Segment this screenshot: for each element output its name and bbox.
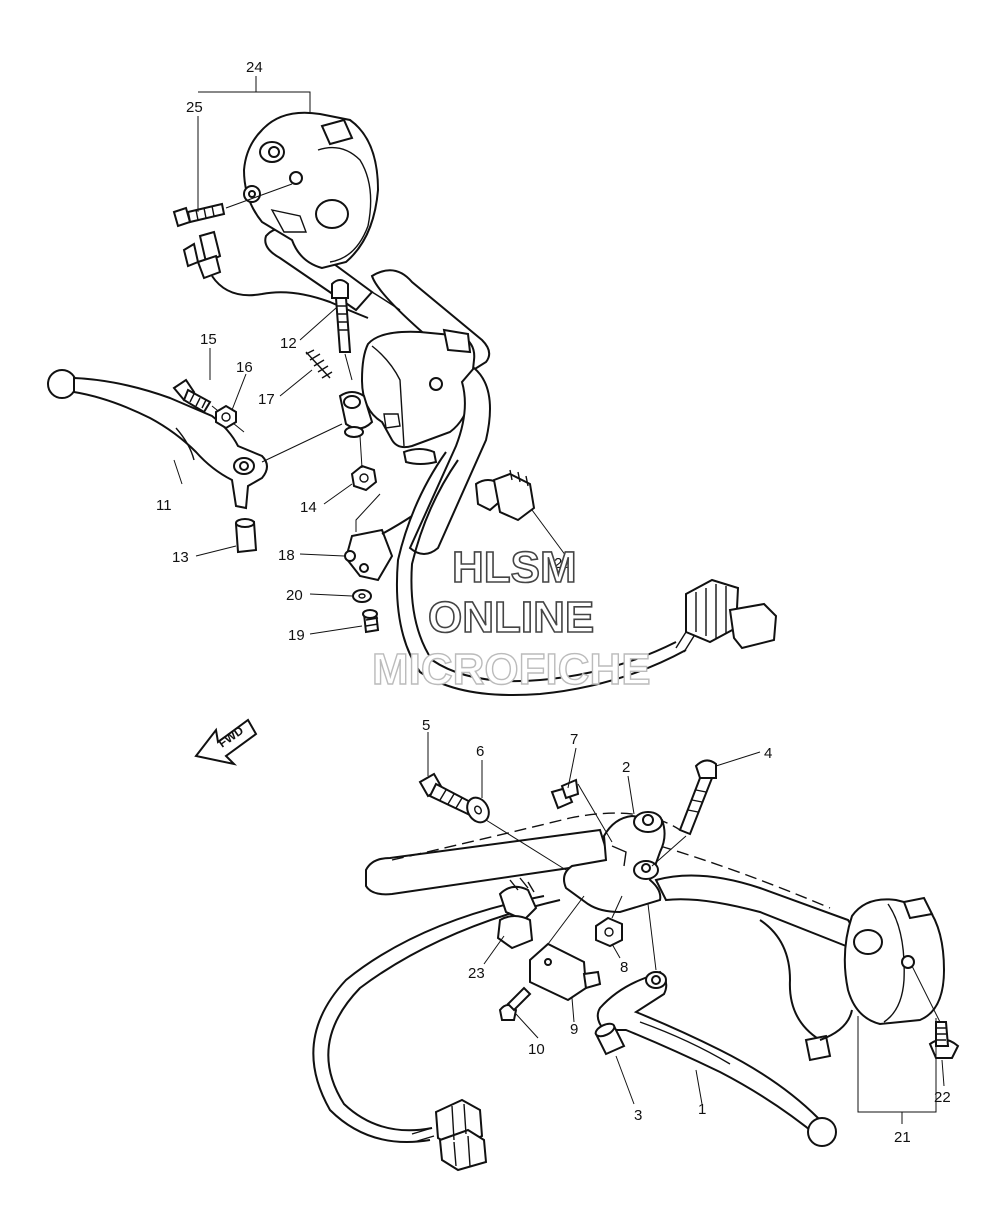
watermark-line-2: ONLINE bbox=[428, 593, 594, 642]
callout-labels: 24 25 15 16 12 17 11 14 13 18 26 20 19 5… bbox=[156, 59, 951, 1146]
callout-13: 13 bbox=[172, 549, 189, 566]
callout-leaders bbox=[173, 76, 945, 1124]
bolt-5 bbox=[418, 772, 480, 818]
screw-7 bbox=[550, 778, 613, 843]
callout-8: 8 bbox=[620, 959, 628, 976]
clutch-lever bbox=[47, 369, 343, 510]
clutch-switch-18 bbox=[344, 493, 413, 582]
callout-24: 24 bbox=[246, 59, 263, 76]
clamp-26 bbox=[474, 469, 536, 522]
nut-14 bbox=[350, 435, 378, 492]
screw-25 bbox=[172, 183, 293, 228]
callout-16: 16 bbox=[236, 359, 253, 376]
callout-17: 17 bbox=[258, 391, 275, 408]
callout-15: 15 bbox=[200, 331, 217, 348]
callout-20: 20 bbox=[286, 587, 303, 604]
brake-lever bbox=[596, 903, 837, 1147]
callout-25: 25 bbox=[186, 99, 203, 116]
lower-connector bbox=[411, 1098, 488, 1172]
callout-14: 14 bbox=[300, 499, 317, 516]
collar-13 bbox=[234, 518, 258, 554]
callout-23: 23 bbox=[468, 965, 485, 982]
brake-switch-9 bbox=[529, 895, 602, 1002]
clutch-lever-bracket bbox=[338, 328, 476, 465]
callout-10: 10 bbox=[528, 1041, 545, 1058]
bolt-4 bbox=[651, 759, 717, 867]
callout-3: 3 bbox=[634, 1107, 642, 1124]
callout-1: 1 bbox=[698, 1101, 706, 1118]
washer-6 bbox=[466, 796, 567, 871]
clamp-23 bbox=[496, 877, 538, 950]
callout-7: 7 bbox=[570, 731, 578, 748]
screw-19 bbox=[362, 609, 380, 634]
callout-21: 21 bbox=[894, 1129, 911, 1146]
callout-12: 12 bbox=[280, 335, 297, 352]
callout-18: 18 bbox=[278, 547, 295, 564]
callout-2: 2 bbox=[622, 759, 630, 776]
collar-3 bbox=[594, 1022, 626, 1056]
callout-19: 19 bbox=[288, 627, 305, 644]
nut-16 bbox=[215, 404, 237, 430]
upper-connector bbox=[675, 578, 778, 653]
bolt-12 bbox=[331, 279, 353, 381]
washer-20 bbox=[352, 589, 372, 603]
screw-10 bbox=[498, 986, 532, 1021]
lower-assembly bbox=[312, 759, 960, 1172]
callout-6: 6 bbox=[476, 743, 484, 760]
spring-17 bbox=[305, 349, 333, 379]
callout-9: 9 bbox=[570, 1021, 578, 1038]
watermark-line-3: MICROFICHE bbox=[372, 645, 651, 694]
left-switch-housing bbox=[242, 111, 380, 270]
watermark-line-1: HLSM bbox=[452, 543, 577, 592]
callout-4: 4 bbox=[764, 745, 772, 762]
callout-22: 22 bbox=[934, 1089, 951, 1106]
upper-assembly bbox=[47, 111, 778, 697]
nut-8 bbox=[595, 895, 623, 948]
callout-11: 11 bbox=[156, 497, 172, 514]
right-switch-housing bbox=[804, 896, 946, 1062]
lower-handlebar bbox=[312, 812, 854, 1143]
brake-lever-bracket bbox=[563, 811, 666, 914]
callout-26: 26 bbox=[554, 555, 571, 572]
fwd-arrow: FWD bbox=[194, 718, 258, 766]
watermark: HLSM ONLINE MICROFICHE bbox=[371, 542, 651, 695]
upper-cable bbox=[395, 366, 687, 697]
callout-5: 5 bbox=[422, 717, 430, 734]
